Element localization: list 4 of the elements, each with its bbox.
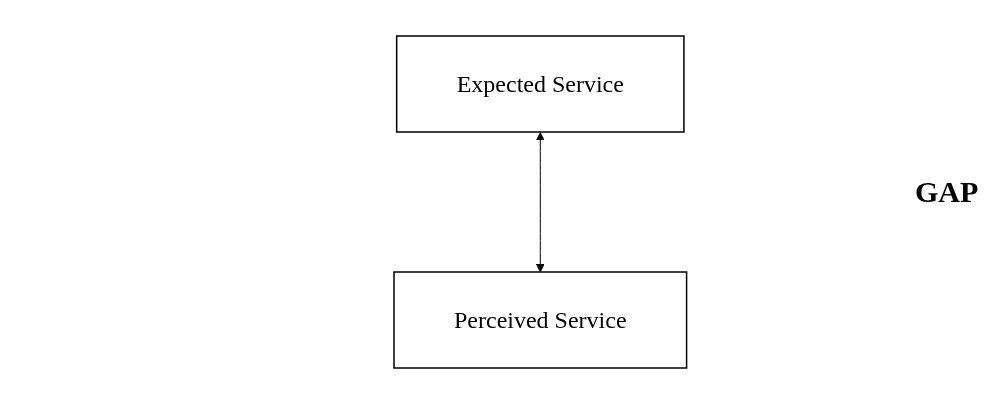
node-box: Perceived Service [392,270,688,369]
arrow [535,131,545,272]
gap-label: GAP [915,175,979,209]
node-box: Expected Service [395,34,685,133]
